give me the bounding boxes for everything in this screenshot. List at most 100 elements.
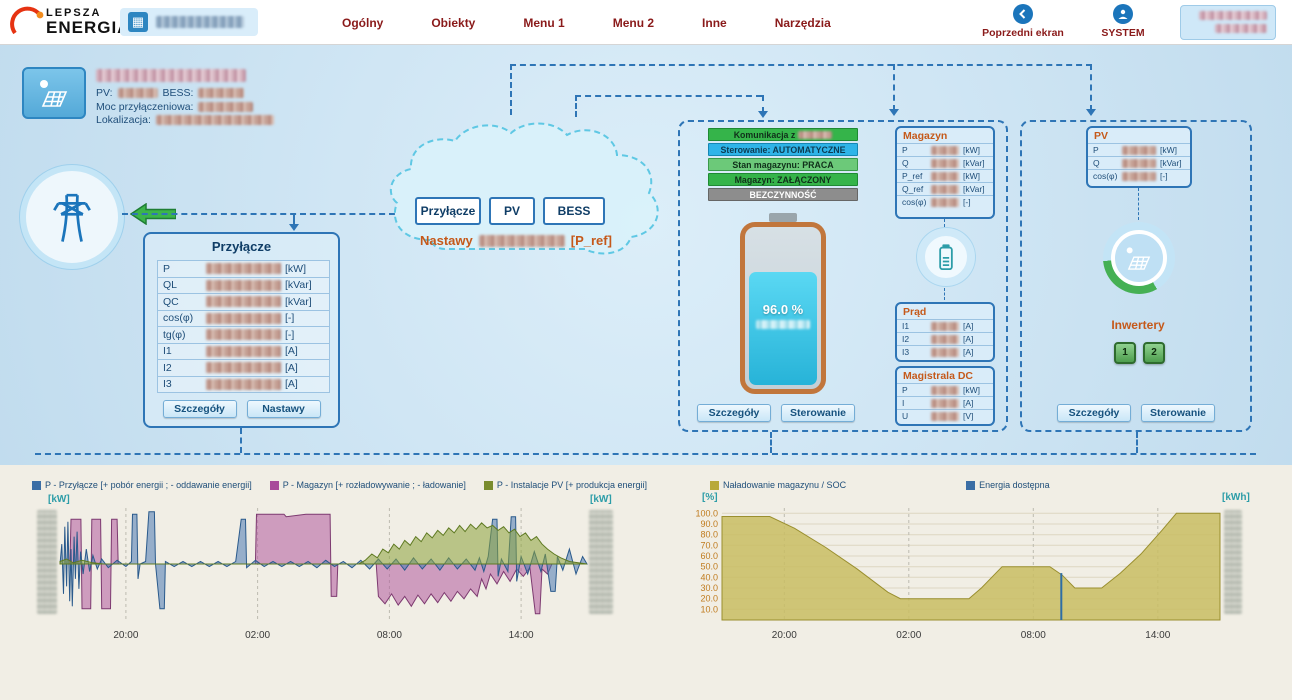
menu-item-6[interactable]: Narzędzia (774, 15, 831, 30)
logo-swoosh-icon (10, 6, 44, 35)
param-label: cos(φ) (1093, 171, 1118, 181)
status-indicator: Sterowanie: AUTOMATYCZNE (708, 143, 858, 156)
przylacze-panel: Przyłącze P[kW]QL[kVar]QC[kVar]cos(φ)[-]… (143, 232, 340, 428)
connector-line (1136, 432, 1138, 453)
cloud-box-bess[interactable]: BESS (543, 197, 605, 225)
param-value-redacted (931, 398, 959, 408)
pv-status-icon (1103, 222, 1175, 294)
param-row: I1[A] (158, 342, 329, 360)
param-row: U[V] (897, 409, 993, 422)
connector-line (1138, 188, 1139, 220)
param-value-redacted (206, 296, 281, 308)
moc-value-redacted (198, 102, 254, 112)
param-row: QC[kVar] (158, 293, 329, 310)
param-label: Q_ref (902, 184, 924, 194)
param-row: cos(φ)[-] (1088, 169, 1190, 182)
connector-line (575, 95, 762, 97)
y-axis-unit-left: [%] (702, 492, 718, 503)
site-lok-line: Lokalizacja: (96, 114, 274, 126)
action-button-szczegóły[interactable]: Szczegóły (162, 400, 237, 418)
param-unit: [-] (285, 328, 295, 341)
prad-table: I1[A]I2[A]I3[A] (897, 319, 993, 358)
inverter-button-1[interactable]: 1 (1114, 342, 1136, 364)
prad-title: Prąd (903, 306, 927, 318)
param-row: I1[A] (897, 319, 993, 332)
connector-line (944, 288, 945, 300)
param-value-redacted (931, 197, 959, 207)
param-label: I (902, 398, 905, 408)
pv-table: P[kW]Q[kVar]cos(φ)[-] (1088, 143, 1190, 182)
cloud-box-pv[interactable]: PV (489, 197, 535, 225)
param-unit: [kVar] (963, 184, 985, 194)
param-unit: [kW] (963, 171, 980, 181)
magistrala-dc-title: Magistrala DC (903, 370, 974, 382)
y-axis-unit-right: [kWh] (1222, 492, 1250, 503)
param-value-redacted (206, 279, 281, 291)
connector-line (122, 213, 395, 215)
param-row: Q[kVar] (897, 156, 993, 169)
connector-line (293, 213, 295, 225)
svg-text:30.0: 30.0 (700, 583, 718, 593)
svg-text:80.0: 80.0 (700, 530, 718, 540)
param-unit: [-] (963, 197, 971, 207)
param-row: cos(φ)[-] (897, 195, 993, 208)
logo-line1: LEPSZA (46, 7, 102, 19)
status-value-redacted (798, 130, 833, 139)
param-value-redacted (931, 145, 959, 155)
lok-value-redacted (155, 115, 274, 125)
status-indicator: Stan magazynu: PRACA (708, 158, 858, 171)
magazyn-table: P[kW]Q[kVar]P_ref[kW] Q_ref [kVar]cos(φ)[-… (897, 143, 993, 208)
menu-item-1[interactable]: Ogólny (342, 15, 384, 30)
action-button-szczegóły[interactable]: Szczegóły (1057, 404, 1131, 422)
pv-plant-icon (22, 67, 86, 119)
prad-box: Prąd I1[A]I2[A]I3[A] (895, 302, 995, 362)
action-button-nastawy[interactable]: Nastawy (246, 400, 321, 418)
action-button-sterowanie[interactable]: Sterowanie (781, 404, 855, 422)
action-button-szczegóły[interactable]: Szczegóły (697, 404, 771, 422)
menu-item-3[interactable]: Menu 1 (523, 15, 565, 30)
datetime-display (1180, 5, 1276, 40)
svg-text:02:00: 02:00 (245, 630, 270, 641)
param-row: P_ref[kW] (897, 169, 993, 182)
company-selector[interactable]: ▦ (120, 8, 258, 36)
svg-text:08:00: 08:00 (1021, 630, 1046, 641)
inwertery-label: Inwertery (1111, 318, 1165, 332)
param-label: Q (902, 158, 909, 168)
param-row: P[kW] (158, 260, 329, 277)
prev-screen-button[interactable]: Poprzedni ekran (978, 4, 1068, 39)
battery-status-icon (917, 228, 975, 286)
menu-item-4[interactable]: Menu 2 (612, 15, 655, 30)
param-label: I2 (163, 361, 172, 374)
pv-label: PV: (96, 87, 113, 99)
param-unit: [A] (285, 378, 298, 391)
action-button-sterowanie[interactable]: Sterowanie (1141, 404, 1215, 422)
pv-box: PV P[kW]Q[kVar]cos(φ)[-] (1086, 126, 1192, 188)
param-row: P[kW] (897, 143, 993, 156)
param-row: Q[kVar] (1088, 156, 1190, 169)
soc-chart: 100.090.080.070.060.050.040.030.020.010.… (695, 508, 1221, 641)
svg-text:70.0: 70.0 (700, 540, 718, 550)
system-button[interactable]: SYSTEM (1088, 4, 1158, 39)
menu-item-2[interactable]: Obiekty (431, 15, 476, 30)
param-unit: [A] (285, 345, 298, 358)
param-unit: [A] (963, 321, 974, 331)
param-label: I3 (163, 378, 172, 391)
param-label: U (902, 411, 909, 421)
param-value-redacted (206, 362, 281, 374)
power-chart-card: P - Przyłącze [+ pobór energii ; - oddaw… (22, 468, 647, 668)
przylacze-buttons: Szczegóły Nastawy (145, 400, 338, 418)
param-label: cos(φ) (163, 312, 194, 325)
cloud-box-przylacze[interactable]: Przyłącze (415, 197, 481, 225)
main-menu: Ogólny Obiekty Menu 1 Menu 2 Inne Narzędzia (342, 0, 831, 45)
logo-line2: ENERGIA (46, 18, 131, 37)
svg-text:20:00: 20:00 (113, 630, 138, 641)
param-value-redacted (206, 263, 281, 275)
przylacze-title: Przyłącze (211, 239, 272, 254)
site-moc-line: Moc przyłączeniowa: (96, 101, 254, 113)
inverter-button-2[interactable]: 2 (1143, 342, 1165, 364)
menu-item-5[interactable]: Inne (702, 15, 727, 30)
site-capacity-line: PV: BESS: (96, 87, 245, 99)
building-icon: ▦ (128, 12, 148, 32)
